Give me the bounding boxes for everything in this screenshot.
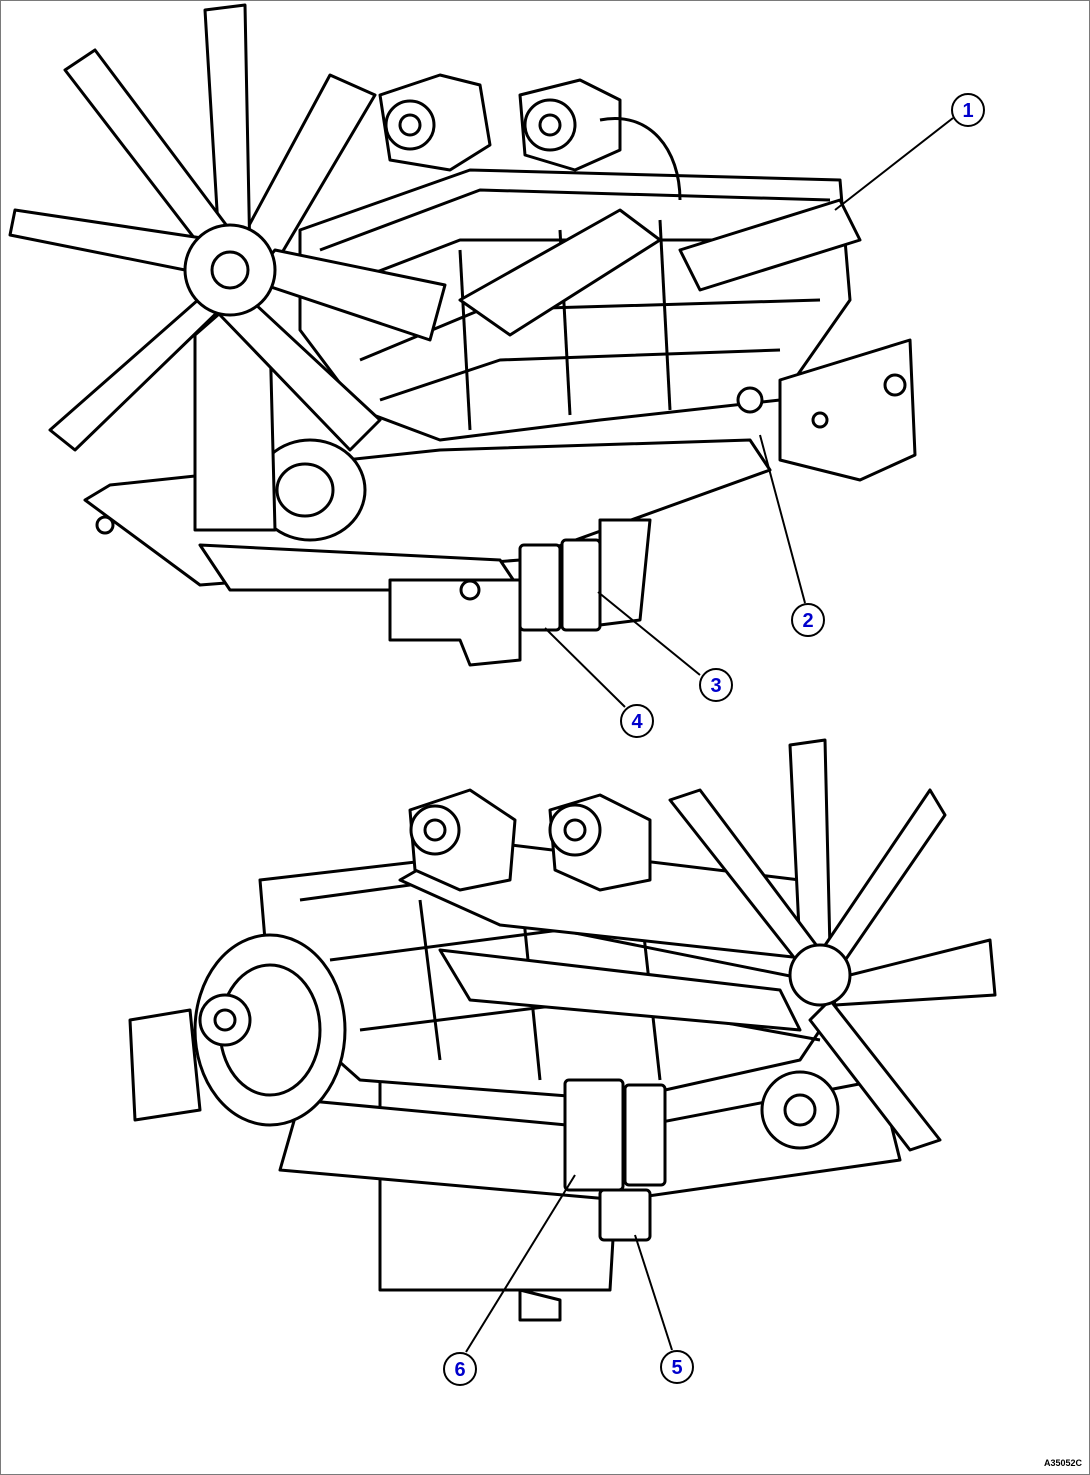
callout-2-label: 2 xyxy=(802,610,813,632)
top-engine-view xyxy=(8,3,917,667)
callouts: 1 2 3 4 5 6 xyxy=(443,93,985,1386)
callout-1-label: 1 xyxy=(962,100,973,122)
callout-3: 3 xyxy=(597,591,733,702)
callout-4-label: 4 xyxy=(631,711,643,733)
callout-6: 6 xyxy=(443,1174,576,1386)
callout-2: 2 xyxy=(759,434,825,637)
callout-5-label: 5 xyxy=(671,1357,682,1379)
callout-1: 1 xyxy=(834,93,985,211)
figure-code: A35052C xyxy=(1044,1458,1083,1468)
bottom-engine-view xyxy=(128,738,997,1322)
callout-3-label: 3 xyxy=(710,675,721,697)
callout-5: 5 xyxy=(634,1234,694,1384)
callout-6-label: 6 xyxy=(454,1359,465,1381)
callout-4: 4 xyxy=(544,627,654,738)
